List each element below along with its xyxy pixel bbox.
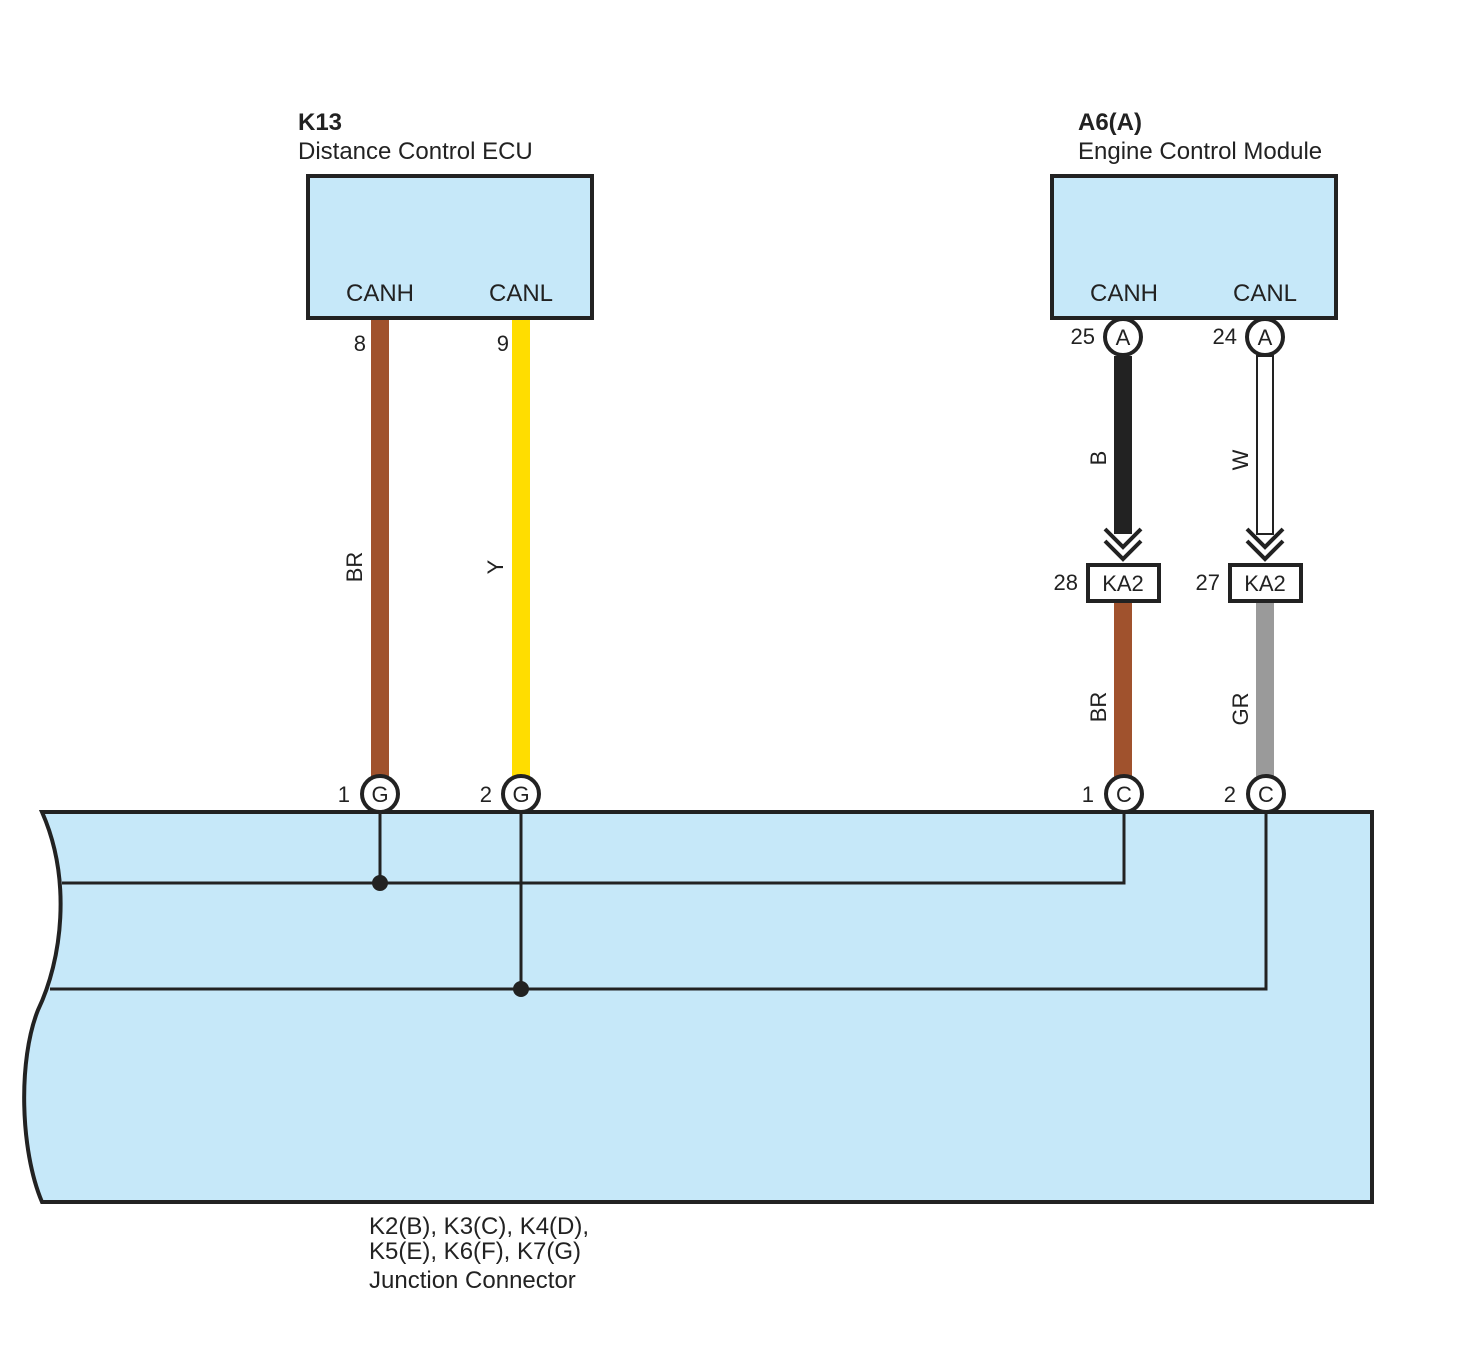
- ka2-canl-code: KA2: [1244, 571, 1286, 596]
- junction-g2-letter: G: [512, 782, 529, 807]
- ka2-canl-pin: 27: [1196, 570, 1220, 595]
- ecm-canh-pin: 25: [1071, 324, 1095, 349]
- junction-codes-line1: K2(B), K3(C), K4(D),: [369, 1213, 589, 1240]
- wire-jc-canl: [1256, 603, 1274, 778]
- chevron-icon: [1245, 527, 1285, 550]
- distance-ecu-name: Distance Control ECU: [298, 138, 533, 165]
- chevron-icon: [1103, 539, 1143, 562]
- junction-c2-pin: 2: [1224, 782, 1236, 807]
- distance-ecu-canl-pin: 9: [497, 331, 509, 356]
- wire-ecu-canh-code: BR: [342, 552, 367, 583]
- splice-dot: [513, 981, 529, 997]
- wire-ecu-canl: [512, 320, 530, 778]
- junction-c2-letter: C: [1258, 782, 1274, 807]
- junction-bus-canl: [50, 812, 1268, 991]
- ecm-canh-pin-letter: A: [1116, 325, 1131, 350]
- wire-ecm-canh-code: B: [1086, 451, 1111, 466]
- junction-c2-circle: [1246, 774, 1286, 814]
- splice-dot: [372, 875, 388, 891]
- wire-jc-canh: [1114, 603, 1132, 778]
- junction-g1-letter: G: [371, 782, 388, 807]
- ecm-canh-label: CANH: [1090, 280, 1158, 307]
- junction-c1-circle: [1104, 774, 1144, 814]
- junction-c1-letter: C: [1116, 782, 1132, 807]
- wire-ecm-canl: [1256, 355, 1274, 535]
- wire-ecm-canh: [1114, 356, 1132, 534]
- junction-g1-pin: 1: [338, 782, 350, 807]
- wire-ecm-canl-code: W: [1228, 449, 1253, 470]
- ka2-canh-pin: 28: [1054, 570, 1078, 595]
- junction-connector-box: [22, 810, 1374, 1204]
- wire-ecu-canh: [371, 320, 389, 778]
- ka2-canh-code: KA2: [1102, 571, 1144, 596]
- ka2-canl-connector: [1228, 563, 1303, 603]
- junction-g1-circle: [360, 774, 400, 814]
- ecm-canl-pin-letter: A: [1258, 325, 1273, 350]
- junction-g2-circle: [501, 774, 541, 814]
- wire-ecu-canl-code: Y: [483, 559, 508, 574]
- ecm-name: Engine Control Module: [1078, 138, 1322, 165]
- wire-jc-canh-code: BR: [1086, 692, 1111, 723]
- ka2-canh-connector: [1086, 563, 1161, 603]
- junction-name: Junction Connector: [369, 1267, 576, 1294]
- ecm-canh-pin-circle: [1103, 317, 1143, 357]
- distance-ecu-code: K13: [298, 109, 342, 136]
- junction-g2-pin: 2: [480, 782, 492, 807]
- chevron-icon: [1103, 527, 1143, 550]
- ecm-box: [1050, 174, 1338, 320]
- chevron-icon: [1245, 539, 1285, 562]
- distance-ecu-canl-label: CANL: [489, 280, 553, 307]
- junction-bus-canh: [62, 812, 1126, 885]
- junction-codes-line2: K5(E), K6(F), K7(G): [369, 1238, 581, 1265]
- distance-ecu-canh-pin: 8: [354, 331, 366, 356]
- distance-ecu-box: [306, 174, 594, 320]
- junction-c1-pin: 1: [1082, 782, 1094, 807]
- wire-jc-canl-code: GR: [1228, 693, 1253, 726]
- distance-ecu-canh-label: CANH: [346, 280, 414, 307]
- ecm-canl-pin: 24: [1213, 324, 1237, 349]
- ecm-code: A6(A): [1078, 109, 1142, 136]
- ecm-canl-label: CANL: [1233, 280, 1297, 307]
